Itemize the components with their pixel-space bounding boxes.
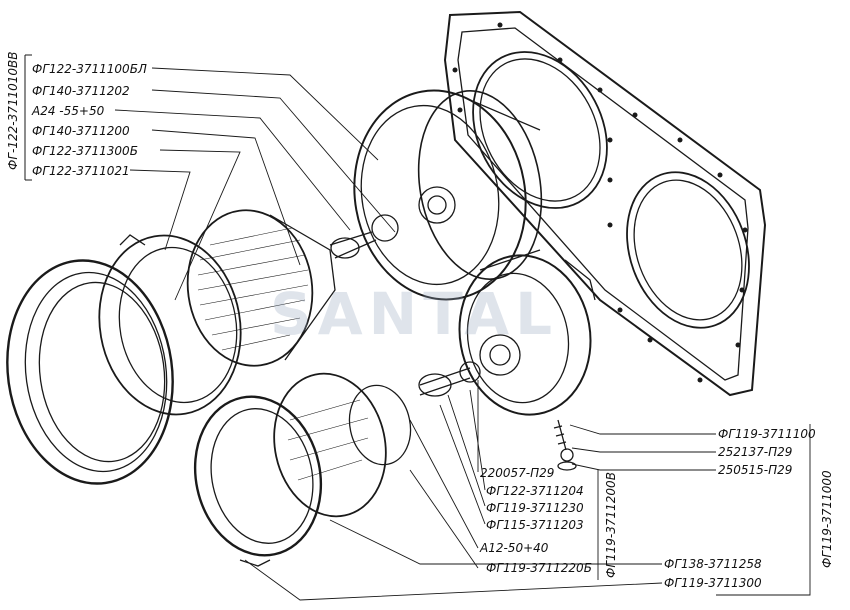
lower-housing: [458, 254, 596, 416]
label-bottom-3: ФГ119-3711230: [486, 501, 584, 515]
label-bottom-right-2: ФГ119-3711300: [664, 576, 762, 590]
label-left-3: А24 -55+50: [32, 104, 105, 118]
screws: [553, 419, 577, 471]
upper-inner-rim: [98, 234, 242, 416]
label-right-vertical: ФГ119-3711000: [820, 470, 834, 568]
label-bottom-vertical: ФГ119-3711200В: [604, 472, 618, 578]
upper-bulb: [329, 214, 399, 259]
label-bottom-6: ФГ119-3711220Б: [486, 561, 592, 575]
label-right-2: 252137-П29: [718, 445, 793, 459]
lower-bulb: [418, 361, 481, 397]
label-left-6: ФГ122-3711021: [32, 164, 130, 178]
leader-lines: [114, 67, 811, 601]
label-left-2: ФГ140-3711202: [32, 84, 130, 98]
label-left-4: ФГ140-3711200: [32, 124, 130, 138]
label-right-1: ФГ119-3711100: [718, 427, 816, 441]
label-left-1: ФГ122-3711100БЛ: [32, 62, 147, 76]
upper-reflector: [186, 209, 336, 367]
label-bottom-4: ФГ115-3711203: [486, 518, 584, 532]
label-left-vertical: ФГ-122-3711010ВВ: [6, 51, 20, 171]
lower-rim: [193, 395, 323, 567]
label-right-3: 250515-П29: [718, 463, 793, 477]
watermark-logo: SANTAL: [270, 280, 559, 348]
lower-reflector: [273, 372, 412, 518]
upper-rim: [6, 259, 174, 485]
mounting-plate: [443, 10, 767, 397]
upper-housing: [353, 89, 543, 301]
label-bottom-5: А12-50+40: [480, 541, 549, 555]
label-bottom-1: 220057-П29: [480, 466, 555, 480]
label-left-5: ФГ122-3711300Б: [32, 144, 138, 158]
label-bottom-2: ФГ122-3711204: [486, 484, 584, 498]
label-bottom-right-1: ФГ138-3711258: [664, 557, 762, 571]
